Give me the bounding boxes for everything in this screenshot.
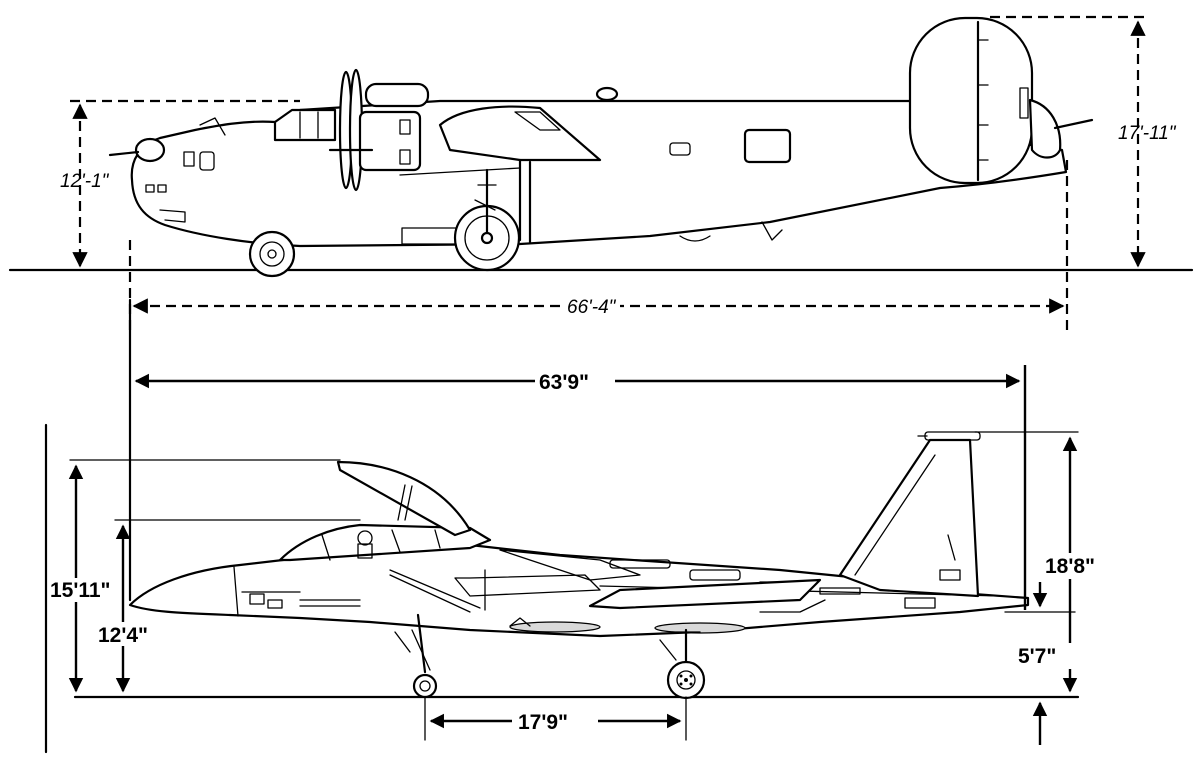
fighter-canopy-height-label: 15'11" [50,579,111,602]
bomber-nose-gear [248,230,296,278]
fighter-wheelbase-label: 17'9" [518,711,568,734]
fighter-open-canopy [336,460,472,537]
bomber-tail-height-label: 17'-11" [1118,123,1177,144]
bomber-nose-turret [108,137,166,163]
bomber-cockpit [273,108,337,142]
bomber-nose-height-label: 12'-1" [60,171,110,192]
bomber-tail-turret [1019,87,1094,159]
bomber-side-view: 12'-1" 17'-11" 66'-4" [8,15,1194,330]
bomber-length-label: 66'-4" [567,297,617,318]
fighter-side-view: 63'9" 15'11" 12'4" 18'8" 5'7" [44,298,1107,754]
fighter-main-gear [659,628,706,700]
bomber-main-gear [453,168,521,272]
fighter-underwing-stores [509,599,826,634]
fighter-wing [588,578,822,610]
fighter-cockpit-frame [278,523,492,562]
bomber-tail-fin [908,16,1034,185]
bomber-dimensions: 12'-1" 17'-11" 66'-4" [60,15,1177,330]
fighter-length-label: 63'9" [539,371,589,394]
fighter-tail-height-label: 18'8" [1045,555,1095,578]
fighter-cockpit-height-label: 12'4" [98,624,148,647]
bomber-top-turret [364,82,619,108]
fighter-dimensions: 63'9" 15'11" 12'4" 18'8" 5'7" [48,365,1107,745]
fighter-tail-fin [838,431,981,598]
fighter-nose-gear [394,613,438,699]
bomber-wing [438,105,602,162]
bomber-engine-propellers [328,68,422,192]
fighter-ground-clearance-label: 5'7" [1018,645,1056,668]
